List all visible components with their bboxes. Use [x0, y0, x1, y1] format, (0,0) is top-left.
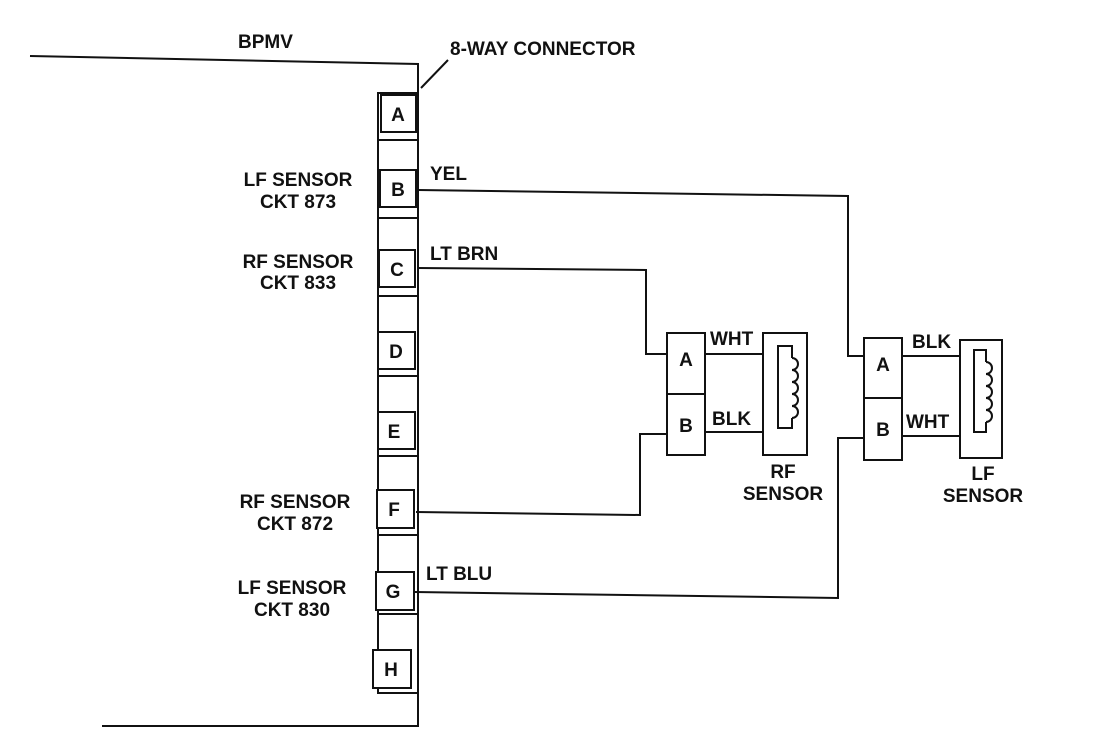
lf-sensor-coil — [959, 339, 1003, 459]
connector-pin-b: B — [379, 169, 417, 208]
svg-text:G: G — [386, 582, 401, 603]
svg-text:A: A — [876, 355, 890, 376]
connector-label: 8-WAY CONNECTOR — [450, 39, 636, 60]
svg-text:E: E — [388, 422, 401, 443]
svg-text:A: A — [679, 350, 693, 371]
svg-text:B: B — [876, 420, 890, 441]
connector-pin-d: D — [377, 331, 416, 370]
svg-text:B: B — [679, 416, 693, 437]
circuit-label-c-line2: CKT 833 — [260, 273, 336, 294]
svg-text:F: F — [388, 500, 400, 521]
svg-text:C: C — [390, 260, 404, 281]
connector-pin-c: C — [378, 249, 416, 288]
connector-pin-a: A — [380, 94, 417, 133]
bpmv-module-outline — [29, 55, 419, 727]
svg-text:D: D — [389, 342, 403, 363]
connector-pin-e: E — [377, 411, 416, 450]
connector-leader-line — [420, 59, 449, 89]
circuit-label-g-line1: LF SENSOR — [238, 578, 347, 599]
wire-label-lt-brn: LT BRN — [430, 244, 498, 265]
lf-wire-label-wht: WHT — [906, 412, 950, 433]
lf-sensor-label-line2: SENSOR — [943, 486, 1024, 507]
wire-yel — [417, 189, 866, 357]
rf-sensor-label-line2: SENSOR — [743, 484, 824, 505]
circuit-label-b-line2: CKT 873 — [260, 192, 336, 213]
wire-label-lt-blu: LT BLU — [426, 564, 492, 585]
wire-lt-brn — [417, 267, 667, 355]
rf-wire-label-blk: BLK — [712, 409, 751, 430]
circuit-label-g-line2: CKT 830 — [254, 600, 330, 621]
lf-sensor-label-line1: LF — [971, 464, 994, 485]
wire-label-yel: YEL — [430, 164, 467, 185]
wire-rf-b — [415, 433, 667, 517]
lf-sensor-connector: A B — [863, 337, 903, 461]
svg-text:B: B — [391, 180, 405, 201]
lf-wire-label-blk: BLK — [912, 332, 951, 353]
circuit-label-c-line1: RF SENSOR — [243, 252, 354, 273]
rf-sensor-connector: A B — [666, 332, 706, 456]
connector-pin-g: G — [375, 571, 415, 611]
rf-sensor-coil — [762, 332, 808, 456]
connector-pin-f: F — [376, 489, 415, 529]
circuit-label-b-line1: LF SENSOR — [244, 170, 353, 191]
rf-sensor-label-line1: RF — [770, 462, 795, 483]
wire-lt-blu — [414, 437, 866, 600]
connector-pin-h: H — [372, 649, 412, 689]
svg-text:H: H — [384, 660, 398, 681]
rf-wire-label-wht: WHT — [710, 329, 754, 350]
circuit-label-f-line2: CKT 872 — [257, 514, 333, 535]
bpmv-label: BPMV — [238, 32, 293, 53]
circuit-label-f-line1: RF SENSOR — [240, 492, 351, 513]
svg-text:A: A — [391, 105, 405, 126]
